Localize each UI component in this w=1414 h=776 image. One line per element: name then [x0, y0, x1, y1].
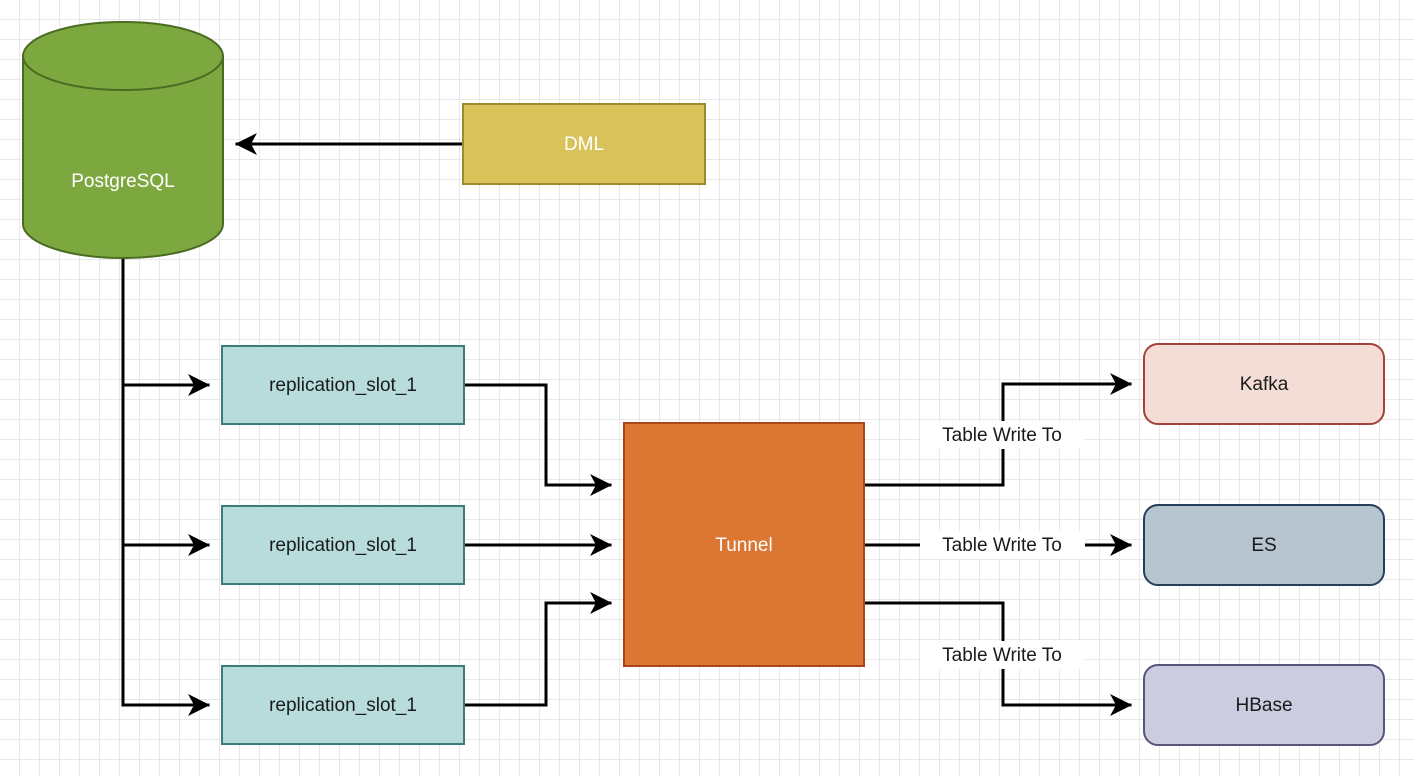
node-es[interactable]: ES: [1143, 504, 1385, 586]
node-label-kafka: Kafka: [1240, 374, 1289, 395]
node-layer: PostgreSQL DML replication_slot_1 replic…: [22, 21, 1385, 746]
edge-slot3-to-tunnel: [462, 592, 612, 707]
node-hbase[interactable]: HBase: [1143, 664, 1385, 746]
node-label-replication-slot-3: replication_slot_1: [269, 695, 417, 716]
node-postgresql[interactable]: PostgreSQL: [22, 21, 224, 259]
node-label-dml: DML: [564, 134, 604, 155]
node-replication-slot-2[interactable]: replication_slot_1: [221, 505, 465, 585]
node-label-replication-slot-2: replication_slot_1: [269, 535, 417, 556]
slot1-box: [221, 345, 465, 425]
slot3-box: [221, 665, 465, 745]
tunnel-box: [623, 422, 865, 667]
edge-label-tunnel-to-es: Table Write To: [942, 535, 1062, 556]
edge-label-hbase-backdrop: [920, 641, 1085, 669]
edge-label-kafka-backdrop: [920, 421, 1085, 449]
node-label-replication-slot-1: replication_slot_1: [269, 375, 417, 396]
edge-slot1-to-tunnel: [462, 383, 612, 496]
dml-box: [462, 103, 706, 185]
edge-label-tunnel-to-kafka: Table Write To: [942, 425, 1062, 446]
node-tunnel[interactable]: Tunnel: [623, 422, 865, 667]
es-box: [1143, 504, 1385, 586]
edge-label-es-backdrop: [920, 531, 1085, 559]
node-label-tunnel: Tunnel: [715, 535, 772, 556]
hbase-box: [1143, 664, 1385, 746]
node-replication-slot-3[interactable]: replication_slot_1: [221, 665, 465, 745]
node-dml[interactable]: DML: [462, 103, 706, 185]
node-label-postgresql: PostgreSQL: [71, 171, 175, 192]
slot2-box: [221, 505, 465, 585]
node-replication-slot-1[interactable]: replication_slot_1: [221, 345, 465, 425]
cylinder-top: [22, 21, 224, 91]
edge-label-layer: Table Write To Table Write To Table Writ…: [920, 421, 1085, 669]
kafka-box: [1143, 343, 1385, 425]
cylinder-body: [22, 55, 224, 259]
node-label-es: ES: [1251, 535, 1276, 556]
node-kafka[interactable]: Kafka: [1143, 343, 1385, 425]
edge-label-tunnel-to-hbase: Table Write To: [942, 645, 1062, 666]
node-label-hbase: HBase: [1235, 695, 1292, 716]
